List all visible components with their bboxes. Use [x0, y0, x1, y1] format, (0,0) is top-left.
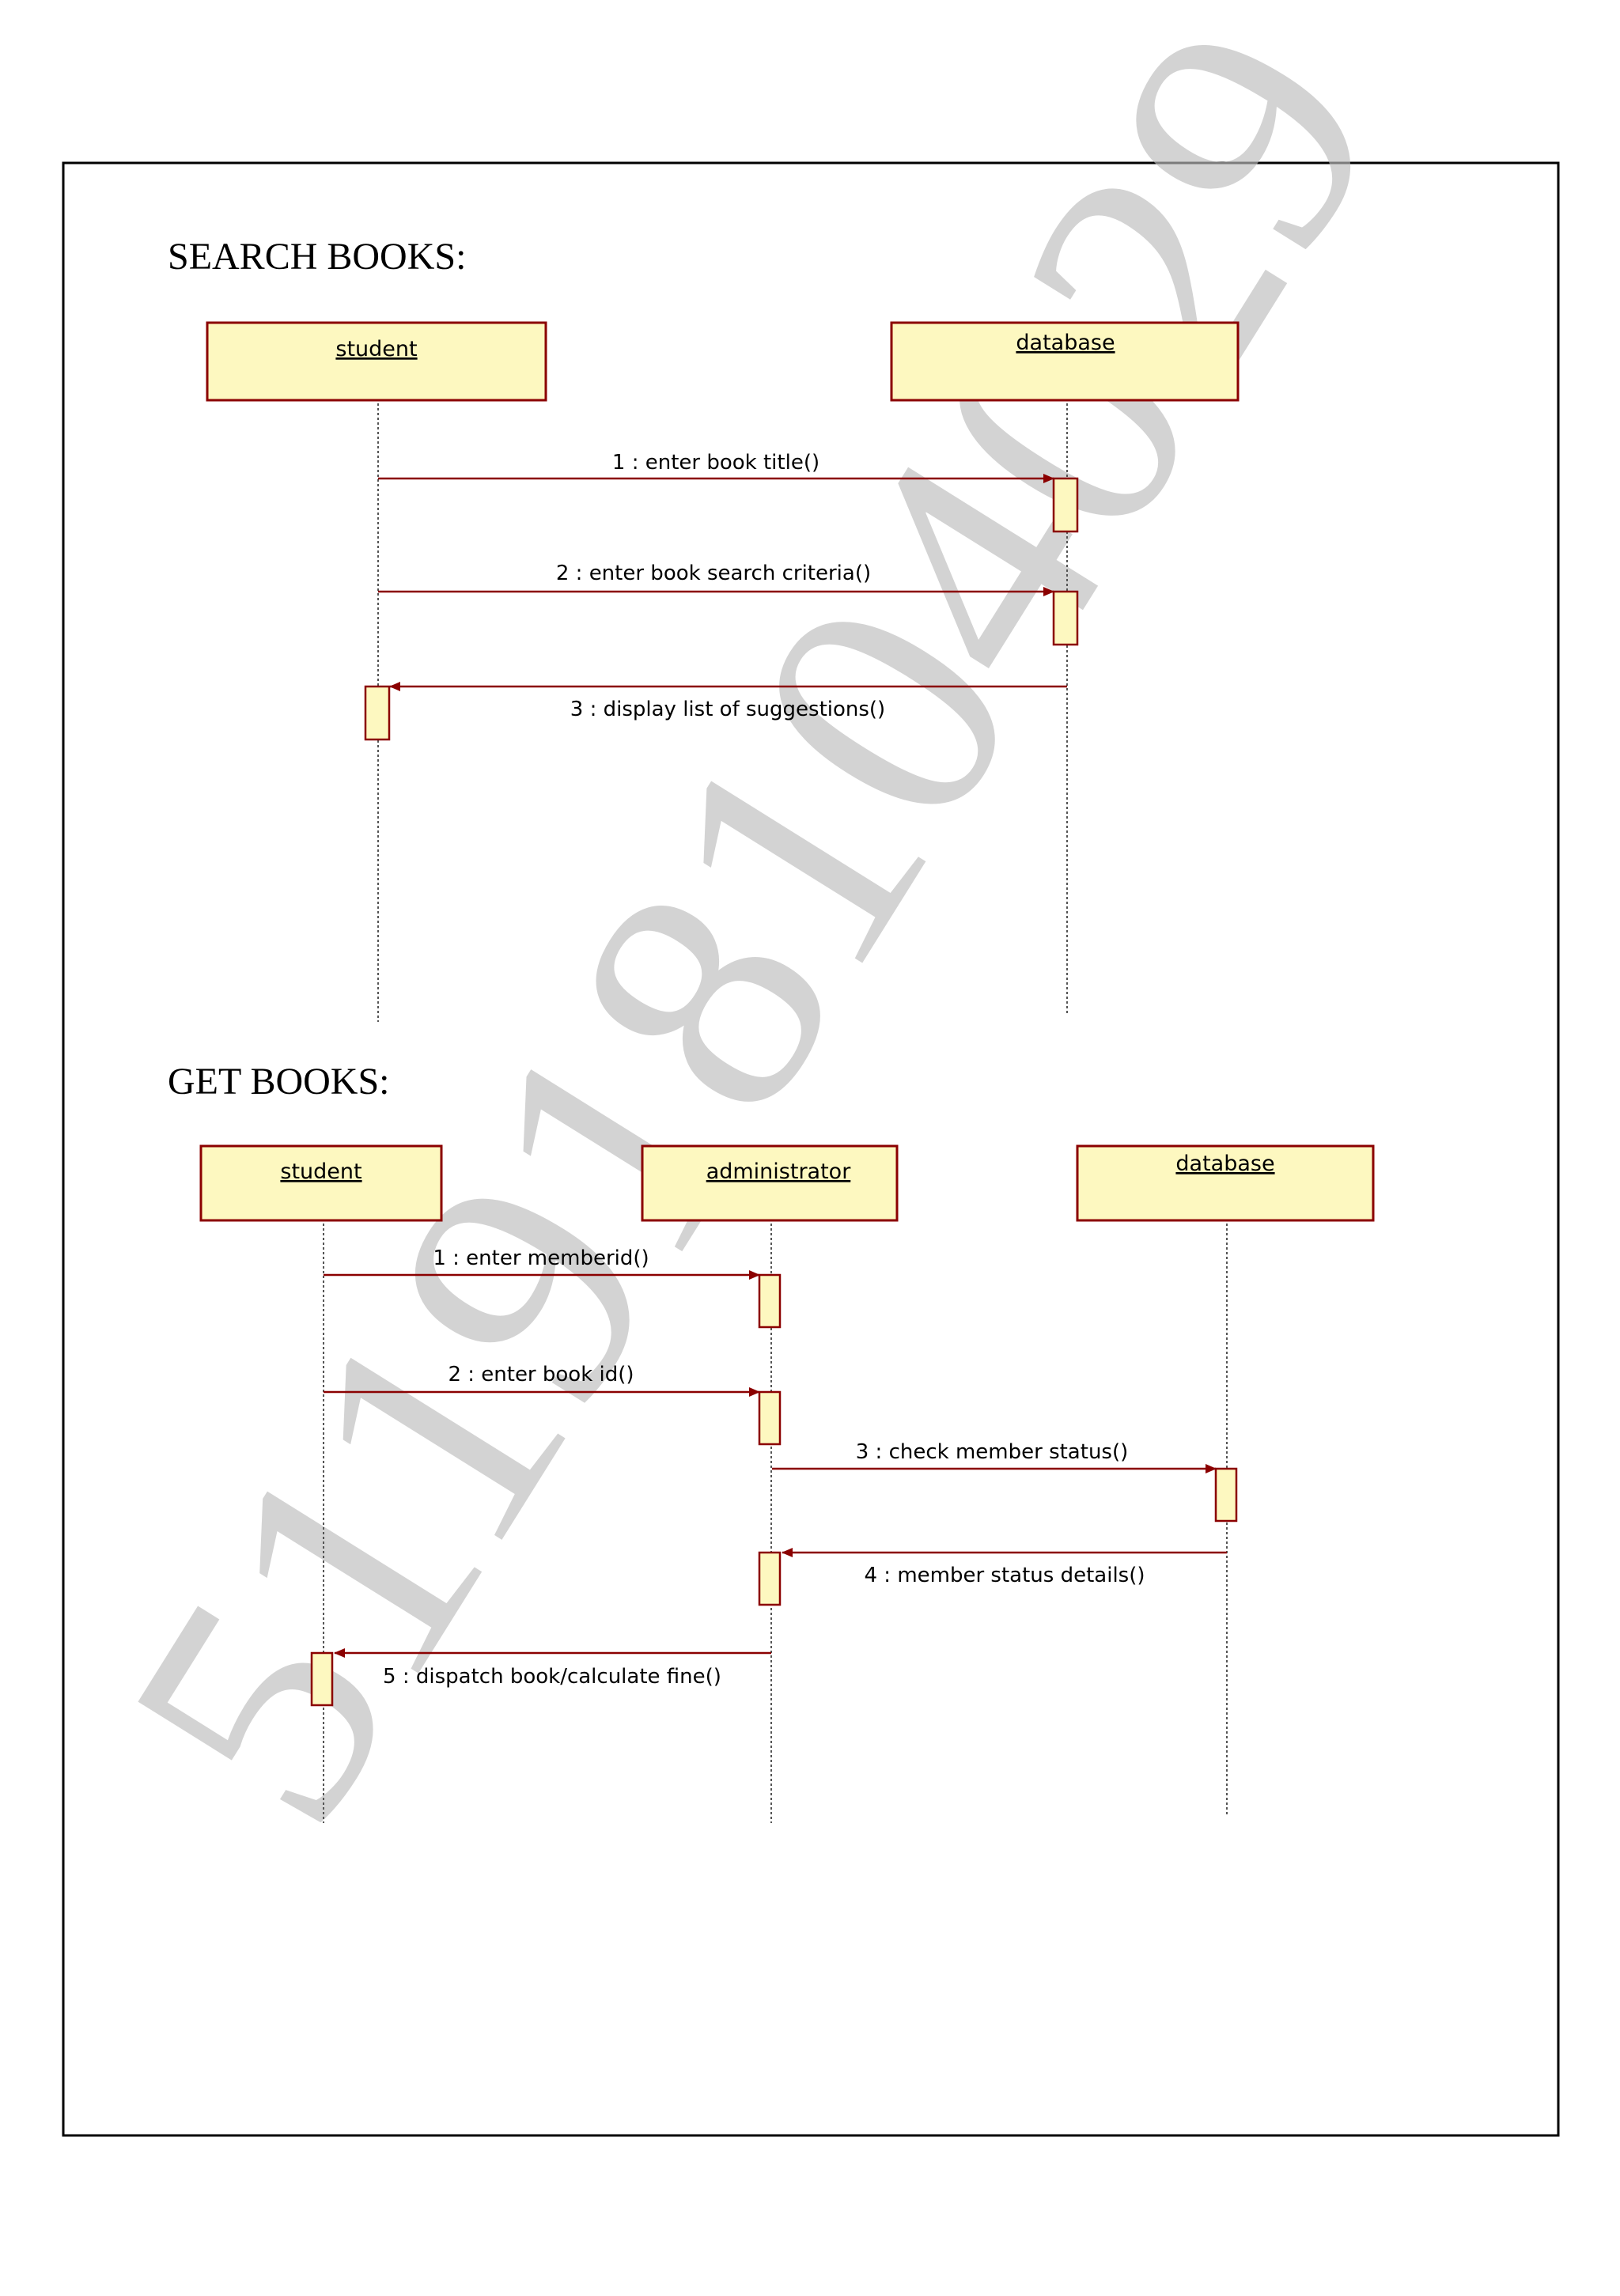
activation-administrator-2 [758, 1390, 782, 1446]
activation-student-5 [310, 1651, 334, 1707]
object-student-label-2: student [280, 1159, 361, 1184]
activation-database-2 [1052, 590, 1079, 646]
activation-administrator-4 [758, 1551, 782, 1606]
message-label-g5: 5 : dispatch book/calculate fine() [383, 1665, 721, 1689]
object-database-label-2: database [1175, 1152, 1274, 1176]
message-label-1: 1 : enter book title() [612, 451, 819, 475]
page-frame [62, 161, 1560, 2137]
message-label-g2: 2 : enter book id() [448, 1363, 634, 1386]
activation-database-1 [1052, 477, 1079, 533]
object-student-label: student [335, 337, 417, 361]
message-label-g1: 1 : enter memberid() [433, 1246, 649, 1270]
object-student-box[interactable] [206, 321, 547, 402]
message-label-2: 2 : enter book search criteria() [556, 562, 871, 585]
heading-search-books: SEARCH BOOKS: [168, 236, 466, 278]
object-database-box[interactable] [890, 321, 1240, 402]
object-student-box-2[interactable] [199, 1144, 443, 1222]
watermark: 511918104029 [56, 0, 1450, 1882]
message-label-g3: 3 : check member status() [856, 1440, 1129, 1464]
heading-get-books: GET BOOKS: [168, 1061, 389, 1103]
object-administrator-label: administrator [706, 1159, 852, 1184]
message-label-3: 3 : display list of suggestions() [570, 698, 885, 721]
activation-database-g3 [1214, 1467, 1238, 1522]
object-administrator-box[interactable] [641, 1144, 899, 1222]
activation-student-3 [364, 685, 391, 741]
activation-administrator-1 [758, 1273, 782, 1329]
message-label-g4: 4 : member status details() [865, 1564, 1145, 1587]
object-database-label: database [1016, 331, 1115, 355]
object-database-box-2[interactable] [1076, 1144, 1375, 1222]
